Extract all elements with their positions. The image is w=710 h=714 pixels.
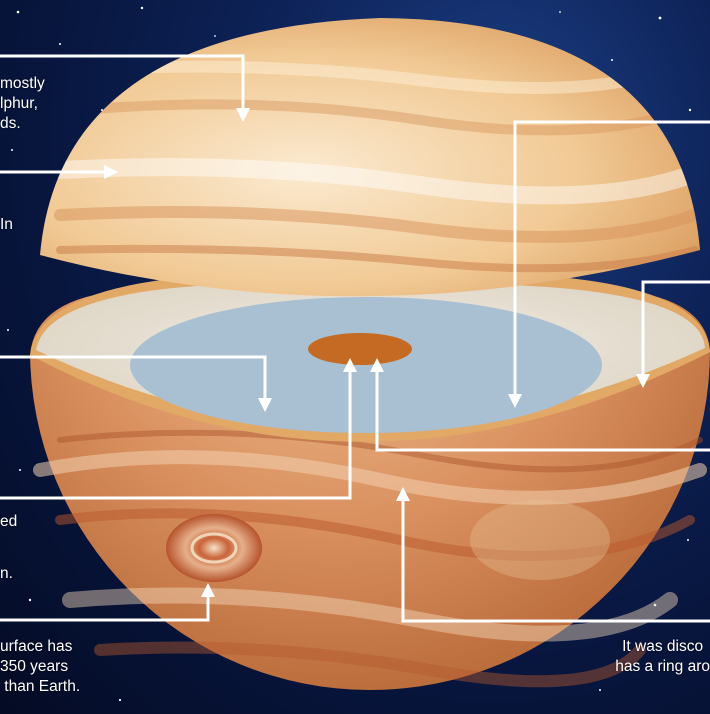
label-clouds: mostly lphur, ds. [0,75,45,132]
inner-layer [130,297,602,433]
leader-arrowheads [104,108,650,597]
cross-section [30,272,710,442]
label-surface: urface has 350 years than Earth. [0,638,81,695]
starfield [7,6,701,702]
label-layer-fragment: In [0,216,13,233]
upper-cap [40,18,700,297]
label-core-fragment: ed [0,513,18,530]
label-core-fragment-end: n. [0,565,13,582]
great-red-spot [166,514,262,582]
leader-lines [0,54,710,623]
label-ring: It was disco has a ring aro [615,638,710,675]
core [308,333,412,365]
